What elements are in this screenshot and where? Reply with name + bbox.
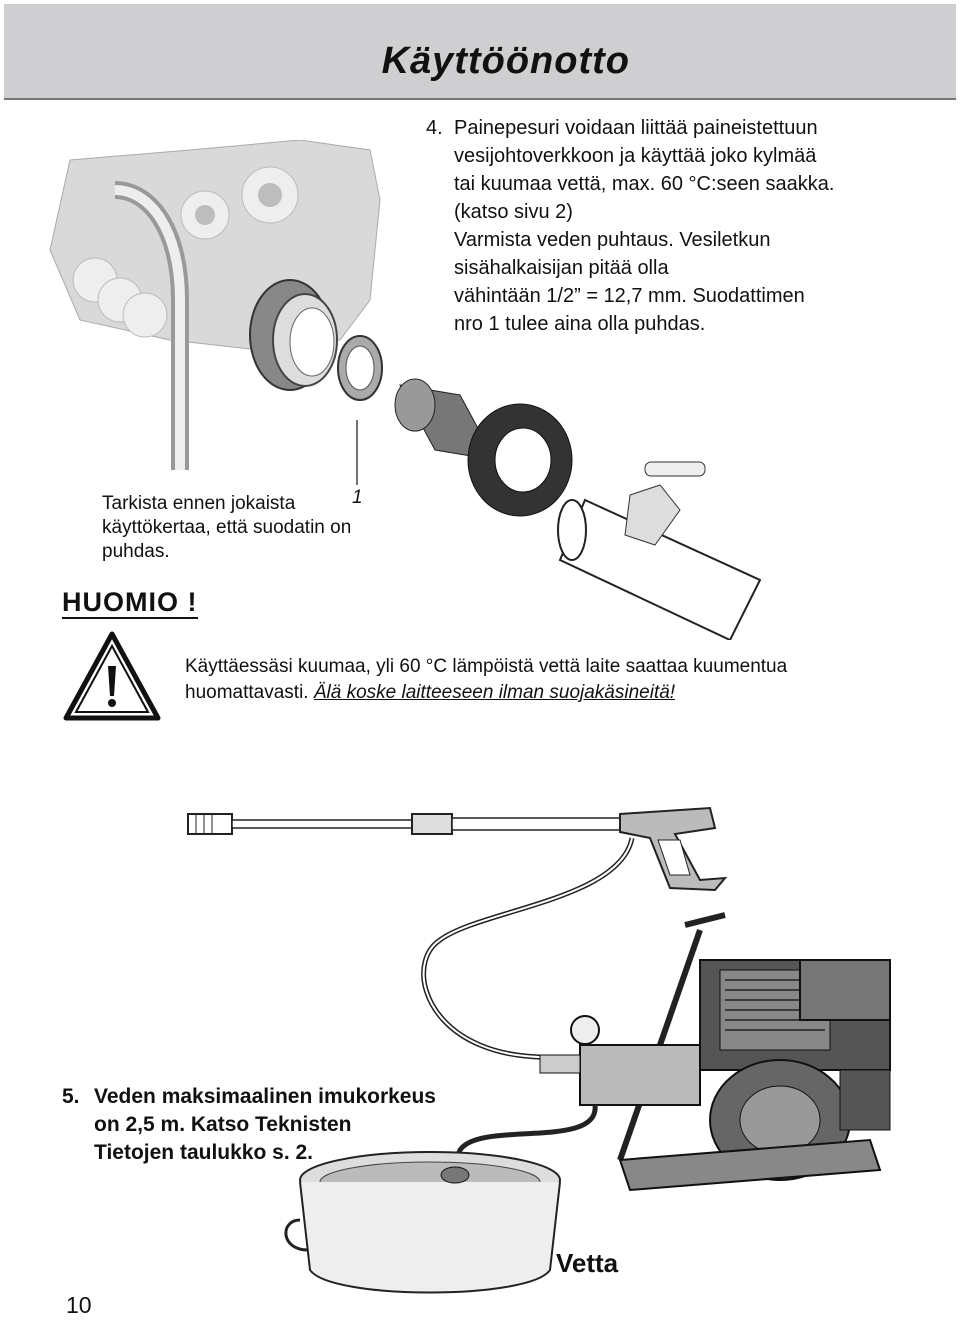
step-text-line: nro 1 tulee aina olla puhdas. — [454, 313, 706, 335]
water-bucket — [284, 1151, 561, 1294]
callout-number: 1 — [352, 487, 363, 508]
garden-hose — [557, 461, 762, 640]
warning-line: Käyttäessäsi kuumaa, yli 60 °C lämpöistä… — [185, 656, 788, 677]
pressure-washer-illustration — [187, 806, 891, 1294]
water-label: Vetta — [556, 1248, 619, 1278]
hose-connection-illustration — [49, 140, 762, 640]
filter-check-note: Tarkista ennen jokaista käyttökertaa, et… — [102, 492, 422, 564]
step-text-line: on 2,5 m. Katso Teknisten — [94, 1113, 352, 1136]
warning-plain: huomattavasti. — [185, 682, 309, 703]
step-text-line: vähintään 1/2” = 12,7 mm. Suodattimen — [454, 285, 805, 307]
note-line: käyttökertaa, että suodatin on — [102, 517, 352, 538]
page-title: Käyttöönotto — [381, 40, 630, 82]
step-text-line: tai kuumaa vettä, max. 60 °C:seen saakka… — [454, 173, 835, 195]
pump-unit — [539, 1015, 701, 1106]
warning-triangle-icon — [63, 631, 161, 721]
step-text-line: Varmista veden puhtaus. Vesiletkun — [454, 229, 771, 251]
step-text-line: Tietojen taulukko s. 2. — [94, 1141, 314, 1164]
warning-heading: HUOMIO ! — [62, 587, 198, 619]
step-text-line: vesijohtoverkkoon ja käyttää joko kylmää — [454, 145, 817, 167]
fitting-rings — [249, 279, 383, 401]
step-text-line: sisähalkaisijan pitää olla — [454, 257, 669, 279]
step-text-line: Veden maksimaalinen imukorkeus — [94, 1085, 436, 1108]
note-line: Tarkista ennen jokaista — [102, 493, 296, 514]
page-number: 10 — [66, 1292, 92, 1318]
warning-text: Käyttäessäsi kuumaa, yli 60 °C lämpöistä… — [185, 654, 905, 706]
step-text-line: (katso sivu 2) — [454, 201, 573, 223]
warning-emphasis: Älä koske laitteeseen ilman suojakäsinei… — [313, 682, 676, 703]
note-line: puhdas. — [102, 541, 170, 562]
step-number: 4. — [426, 117, 443, 139]
step-5-paragraph: 5. Veden maksimaalinen imukorkeus on 2,5… — [62, 1083, 482, 1167]
spray-lance — [187, 813, 623, 835]
step-number: 5. — [62, 1085, 80, 1108]
filter — [394, 378, 573, 517]
warning-line-2: huomattavasti. Älä koske laitteeseen ilm… — [185, 680, 905, 706]
page-header: Käyttöönotto — [4, 4, 956, 100]
trigger-gun — [619, 806, 728, 892]
step-text-line: Painepesuri voidaan liittää paineistettu… — [454, 117, 818, 139]
step-4-paragraph: 4. Painepesuri voidaan liittää paineiste… — [426, 114, 926, 338]
